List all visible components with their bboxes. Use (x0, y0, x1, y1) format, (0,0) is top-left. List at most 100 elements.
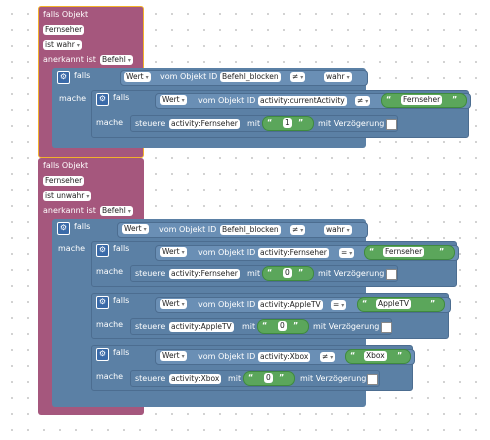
ack-dropdown[interactable]: Befehl▾ (100, 206, 133, 216)
value-type-dropdown[interactable]: Wert▾ (122, 224, 149, 234)
gear-icon[interactable]: ⚙ (57, 222, 70, 235)
bool-dropdown[interactable]: wahr▾ (324, 72, 352, 82)
object-id-field[interactable]: activity:AppleTV (258, 300, 323, 310)
mit-label: mit (242, 322, 256, 331)
object-id-field[interactable]: activity:currentActivity (258, 96, 347, 106)
control-id-field[interactable]: activity:AppleTV (169, 322, 234, 332)
delay-label: mit Verzögerung (318, 269, 385, 278)
chevron-down-icon: ▾ (300, 227, 304, 234)
number-field[interactable]: 1 (283, 118, 292, 128)
value-type-dropdown[interactable]: Wert▾ (160, 95, 187, 105)
operator-dropdown[interactable]: ≠▾ (320, 352, 336, 362)
ack-dropdown[interactable]: Befehl▾ (100, 55, 133, 65)
quote-close-icon: ” (452, 95, 458, 104)
gear-icon[interactable]: ⚙ (96, 93, 109, 106)
string-field[interactable]: Xbox (364, 351, 387, 361)
gear-icon[interactable]: ⚙ (96, 348, 109, 361)
chevron-down-icon: ▾ (346, 227, 350, 234)
chevron-down-icon: ▾ (365, 98, 369, 105)
if-label: falls (74, 222, 91, 231)
number-field[interactable]: 0 (278, 321, 287, 331)
string-field[interactable]: Fernseher (401, 95, 443, 105)
object-id-field[interactable]: Befehl_blocken (220, 72, 281, 82)
quote-close-icon: ” (293, 321, 299, 330)
chevron-down-icon: ▾ (143, 226, 147, 233)
value-type-dropdown[interactable]: Wert▾ (160, 247, 187, 257)
string-field[interactable]: AppleTV (376, 299, 412, 309)
control-id-field[interactable]: activity:Xbox (169, 374, 222, 384)
quote-open-icon: “ (386, 95, 392, 104)
object-id-field[interactable]: Befehl_blocken (220, 225, 281, 235)
value-type-dropdown[interactable]: Wert▾ (160, 351, 187, 361)
chevron-down-icon: ▾ (76, 42, 80, 49)
chevron-down-icon: ▾ (330, 354, 334, 361)
state-dropdown[interactable]: ist unwahr▾ (43, 191, 92, 201)
quote-open-icon: “ (362, 299, 368, 308)
chevron-down-icon: ▾ (145, 74, 149, 81)
ack-label: anerkannt ist (43, 55, 96, 64)
quote-close-icon: ” (397, 351, 403, 360)
delay-label: mit Verzögerung (313, 322, 380, 331)
operator-dropdown[interactable]: ≠▾ (290, 72, 306, 82)
delay-checkbox[interactable] (381, 322, 392, 333)
operator-dropdown[interactable]: ≠▾ (355, 96, 371, 106)
operator-dropdown[interactable]: ≠▾ (290, 225, 306, 235)
control-id-field[interactable]: activity:Fernseher (169, 119, 240, 129)
gear-icon[interactable]: ⚙ (57, 71, 70, 84)
value-type-dropdown[interactable]: Wert▾ (124, 72, 151, 82)
gear-icon[interactable]: ⚙ (96, 244, 109, 257)
if-label: falls (113, 348, 130, 357)
chevron-down-icon: ▾ (341, 302, 345, 309)
delay-checkbox[interactable] (386, 269, 397, 280)
state-dropdown[interactable]: ist wahr▾ (43, 40, 82, 50)
number-field[interactable]: 0 (283, 268, 292, 278)
mit-label: mit (228, 374, 242, 383)
do-label: mache (96, 372, 124, 381)
if-label: falls (113, 244, 130, 253)
chevron-down-icon: ▾ (181, 353, 185, 360)
quote-close-icon: ” (298, 268, 304, 277)
do-label: mache (96, 267, 124, 276)
control-id-field[interactable]: activity:Fernseher (169, 269, 240, 279)
quote-close-icon: ” (430, 299, 436, 308)
quote-open-icon: “ (262, 321, 268, 330)
quote-open-icon: “ (350, 351, 356, 360)
gear-icon[interactable]: ⚙ (96, 296, 109, 309)
object-field[interactable]: Fernseher (43, 25, 85, 35)
vom-objekt-label: vom Objekt ID (198, 352, 256, 361)
number-field[interactable]: 0 (264, 373, 273, 383)
object-id-field[interactable]: activity:Fernseher (258, 248, 329, 258)
chevron-down-icon: ▾ (86, 193, 90, 200)
quote-open-icon: “ (267, 268, 273, 277)
chevron-down-icon: ▾ (181, 97, 185, 104)
quote-open-icon: “ (267, 118, 273, 127)
do-label: mache (96, 118, 124, 127)
steuere-label: steuere (135, 322, 166, 331)
delay-label: mit Verzögerung (318, 119, 385, 128)
chevron-down-icon: ▾ (300, 74, 304, 81)
string-field[interactable]: Fernseher (383, 247, 425, 257)
steuere-label: steuere (135, 269, 166, 278)
vom-objekt-label: vom Objekt ID (198, 300, 256, 309)
chevron-down-icon: ▾ (127, 57, 131, 64)
quote-close-icon: ” (279, 373, 285, 382)
object-field[interactable]: Fernseher (43, 176, 85, 186)
if-label: falls (113, 93, 130, 102)
do-label: mache (59, 94, 87, 103)
value-type-dropdown[interactable]: Wert▾ (160, 299, 187, 309)
chevron-down-icon: ▾ (127, 208, 131, 215)
operator-dropdown[interactable]: =▾ (339, 248, 355, 258)
delay-checkbox[interactable] (386, 119, 397, 130)
quote-open-icon: “ (369, 247, 375, 256)
chevron-down-icon: ▾ (349, 250, 353, 257)
operator-dropdown[interactable]: =▾ (331, 300, 347, 310)
object-id-field[interactable]: activity:Xbox (258, 352, 311, 362)
do-label: mache (96, 320, 124, 329)
quote-close-icon: ” (439, 247, 445, 256)
chevron-down-icon: ▾ (181, 249, 185, 256)
delay-checkbox[interactable] (367, 374, 378, 385)
bool-dropdown[interactable]: wahr▾ (324, 225, 352, 235)
mit-label: mit (247, 269, 261, 278)
mit-label: mit (247, 119, 261, 128)
if-label: falls (74, 71, 91, 80)
